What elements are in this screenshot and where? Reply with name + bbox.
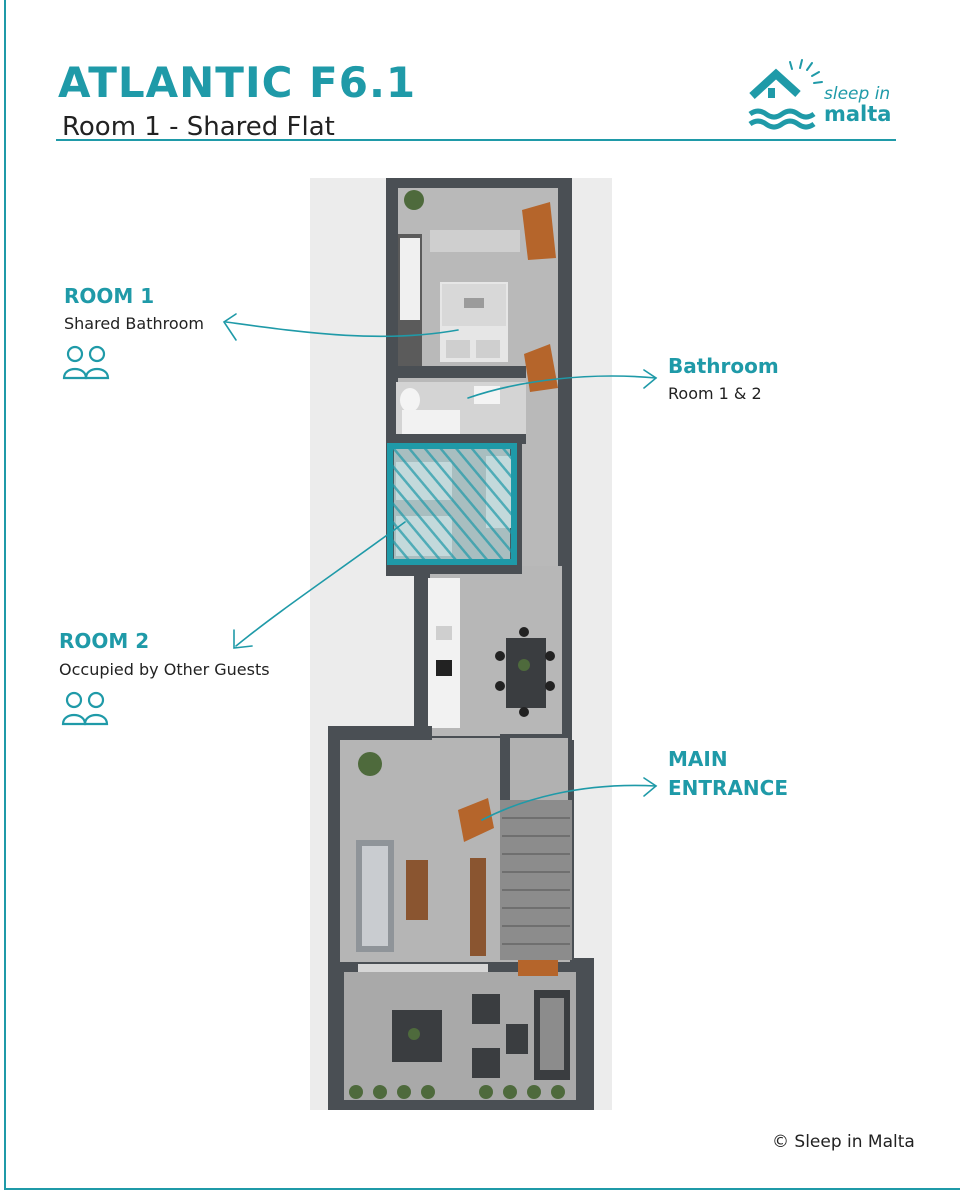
page-title: ATLANTIC F6.1: [58, 58, 417, 107]
entrance-title-line1: MAIN: [668, 747, 728, 771]
page-subtitle: Room 1 - Shared Flat: [62, 112, 335, 142]
two-guests-icon: [62, 345, 110, 380]
copyright-text: © Sleep in Malta: [772, 1132, 915, 1152]
entrance-title: MAIN ENTRANCE: [668, 745, 788, 803]
logo-line1: sleep in: [824, 84, 891, 104]
floor-plan: [310, 178, 612, 1110]
bathroom-subtitle: Room 1 & 2: [668, 384, 762, 403]
room2-title: ROOM 2: [59, 629, 150, 653]
logo-line2: malta: [824, 102, 892, 126]
room1-title: ROOM 1: [64, 284, 155, 308]
frame-left-border: [4, 0, 6, 1190]
entrance-title-line2: ENTRANCE: [668, 776, 788, 800]
frame-bottom-border: [4, 1188, 960, 1190]
room1-subtitle: Shared Bathroom: [64, 314, 204, 333]
room2-subtitle: Occupied by Other Guests: [59, 660, 270, 679]
title-underline: [56, 139, 896, 141]
house-sun-waves-icon: [748, 59, 823, 130]
logo-text: sleep in malta: [824, 86, 891, 125]
bathroom-title: Bathroom: [668, 354, 779, 378]
two-guests-icon: [61, 691, 109, 726]
